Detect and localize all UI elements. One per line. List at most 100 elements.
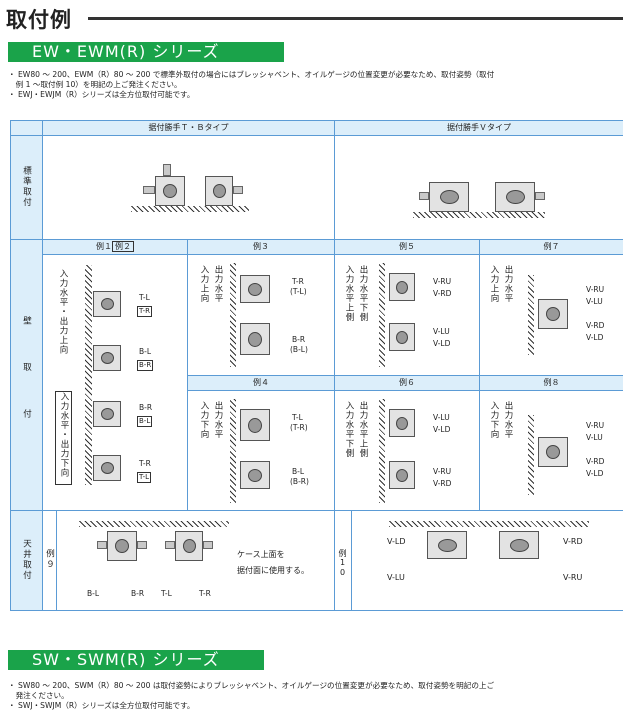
section1-notes: ・ EW80 〜 200、EWM（R）80 〜 200 で標準外取付の場合にはブ… xyxy=(8,70,620,100)
label: V-LU xyxy=(586,433,603,442)
wall-hatch xyxy=(528,415,534,495)
label-t-r: T-R xyxy=(137,306,153,317)
example-3-header: 例３ xyxy=(187,239,335,255)
page-title: 取付例 xyxy=(6,8,72,32)
label: V-RU xyxy=(586,285,605,294)
example-8-header: 例８ xyxy=(479,375,623,391)
label: V-RU xyxy=(563,573,583,582)
shaft-image xyxy=(203,541,213,549)
gearbox-image xyxy=(389,273,415,301)
wall-hatch xyxy=(379,399,385,503)
shaft-image xyxy=(535,192,545,200)
example-8-cell: 入力下向 出力水平 V-RU V-LU V-RD V-LD xyxy=(479,390,623,511)
label: V-RD xyxy=(433,289,452,298)
gearbox-image xyxy=(389,409,415,437)
gearbox-image xyxy=(93,455,121,481)
wall-hatch xyxy=(379,263,385,367)
label-b-l: B-L xyxy=(139,347,152,356)
label: V-RU xyxy=(433,277,452,286)
title-rule xyxy=(88,17,623,20)
gearbox-image xyxy=(499,531,539,559)
label: B-R xyxy=(131,589,145,598)
gearbox-image xyxy=(175,531,203,561)
example-3-cell: 入力上向 出力水平 T-R (T-L) B-R (B-L) xyxy=(187,254,335,376)
label: V-RD xyxy=(433,479,452,488)
note-line: 例 1 〜取付例 10）を明記の上ご発注ください。 xyxy=(8,80,182,89)
shaft-image xyxy=(165,541,175,549)
input-down: 入力下向 xyxy=(489,401,499,439)
example-1-2-cell: 入力水平・出力上向 入力水平・出力下向 T-L T-R B-L B-R B-R … xyxy=(42,254,188,511)
side-ceiling: 天井取付 xyxy=(10,510,43,611)
label: V-RU xyxy=(433,467,452,476)
example-6-header: 例６ xyxy=(334,375,480,391)
example-4-cell: 入力下向 出力水平 T-L (T-R) B-L (B-R) xyxy=(187,390,335,511)
note-line: ・ SWJ・SWJM（R）シリーズは全方位取付可能です。 xyxy=(8,701,195,710)
wall-hatch xyxy=(230,399,236,503)
wall-note-down: 入力水平・出力下向 xyxy=(55,391,72,485)
wall-hatch xyxy=(528,275,534,355)
label: V-LD xyxy=(586,333,604,342)
example-9-cell: ケース上面を 据付面に使用する。 B-L B-R T-L T-R xyxy=(56,510,335,611)
label: V-RD xyxy=(586,457,605,466)
label: V-LD xyxy=(433,339,451,348)
label: V-RD xyxy=(563,537,583,546)
section1-banner: EW・EWM(R) シリーズ xyxy=(8,42,284,62)
gearbox-image xyxy=(240,275,270,303)
section2-banner: SW・SWM(R) シリーズ xyxy=(8,650,264,670)
gearbox-image xyxy=(155,176,185,206)
gearbox-image xyxy=(240,461,270,489)
side-standard: 標準取付 xyxy=(10,135,43,240)
label: V-RD xyxy=(586,321,605,330)
shaft-image xyxy=(97,541,107,549)
gearbox-image xyxy=(427,531,467,559)
gearbox-image xyxy=(429,182,469,212)
gearbox-image xyxy=(389,461,415,489)
shaft-image xyxy=(163,164,171,176)
example-7-cell: 入力上向 出力水平 V-RU V-LU V-RD V-LD xyxy=(479,254,623,376)
example-10-cell: 例10 V-LD V-RD V-LU V-RU xyxy=(334,510,623,611)
label-t-r: T-R xyxy=(139,459,151,468)
output-horizontal: 出力水平 xyxy=(503,265,513,303)
floor-hatch xyxy=(413,212,545,218)
shaft-image xyxy=(143,186,155,194)
output-horizontal-upper: 出力水平上側 xyxy=(358,401,368,458)
input-up: 入力上向 xyxy=(199,265,209,303)
label-b-l: B-L xyxy=(137,416,153,427)
label: (T-L) xyxy=(290,287,307,296)
example-4-header: 例４ xyxy=(187,375,335,391)
input-up: 入力上向 xyxy=(489,265,499,303)
example-5-cell: 入力水平上側 出力水平下側 V-RU V-RD V-LU V-LD xyxy=(334,254,480,376)
gearbox-image xyxy=(93,345,121,371)
label-b-r: B-R xyxy=(137,360,154,371)
gearbox-image xyxy=(205,176,233,206)
label: T-R xyxy=(199,589,211,598)
label: V-LU xyxy=(433,413,450,422)
label: B-L xyxy=(292,467,305,476)
gearbox-image xyxy=(240,409,270,441)
input-down: 入力下向 xyxy=(199,401,209,439)
output-horizontal: 出力水平 xyxy=(213,265,223,303)
label: T-R xyxy=(292,277,304,286)
label: T-L xyxy=(292,413,303,422)
label: V-LD xyxy=(586,469,604,478)
example-9-label: 例９ xyxy=(42,510,57,611)
header-v-type: 据付勝手Ｖタイプ xyxy=(334,120,623,136)
side-wall: 壁 取 付 xyxy=(10,239,43,511)
label: B-R xyxy=(292,335,306,344)
gearbox-image xyxy=(495,182,535,212)
ceiling-hatch xyxy=(79,521,229,527)
gearbox-image xyxy=(93,401,121,427)
note-line: 発注ください。 xyxy=(8,691,69,700)
label: V-LU xyxy=(433,327,450,336)
note-line: ・ EWJ・EWJM（R）シリーズは全方位取付可能です。 xyxy=(8,90,195,99)
label: B-L xyxy=(87,589,100,598)
label: (T-R) xyxy=(290,423,308,432)
header-tb-type: 据付勝手Ｔ・Ｂタイプ xyxy=(42,120,335,136)
standard-v-cell xyxy=(334,135,623,240)
gearbox-image xyxy=(538,437,568,467)
input-horizontal-lower: 入力水平下側 xyxy=(344,401,354,458)
wall-hatch xyxy=(230,263,236,367)
gearbox-image xyxy=(538,299,568,329)
label: (B-R) xyxy=(290,477,309,486)
